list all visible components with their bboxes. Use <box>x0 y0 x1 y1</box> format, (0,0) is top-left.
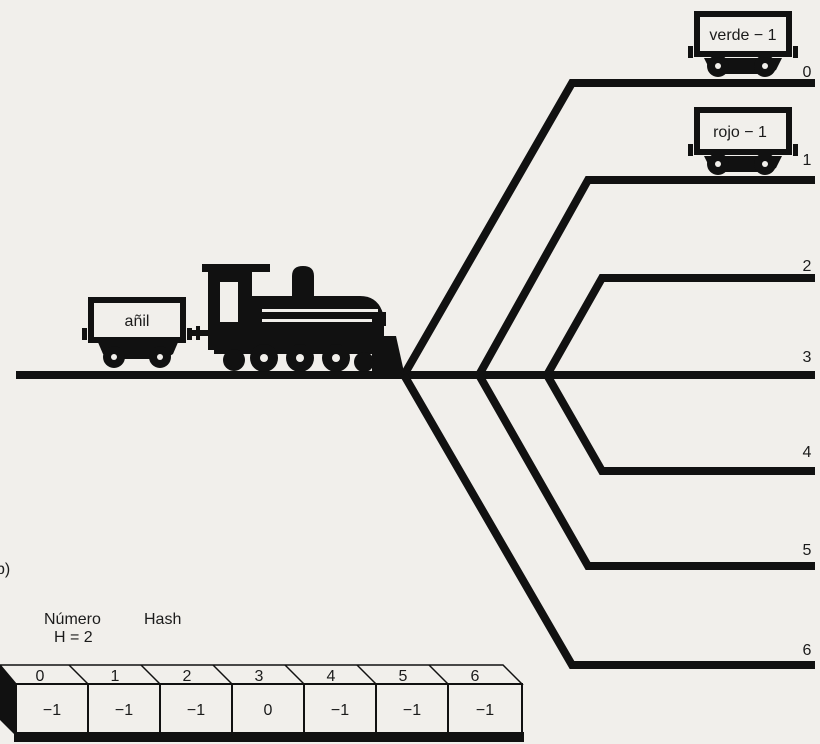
track-labels: 0 1 2 3 4 5 6 <box>803 64 812 659</box>
branch-track-1 <box>475 176 815 377</box>
hash-table: 0 1 2 3 4 5 6 −1 −1 −1 0 −1 −1 −1 <box>0 664 524 742</box>
branch-track-4 <box>543 373 815 475</box>
hash-numero-label: Número <box>44 611 101 628</box>
branch-track-0 <box>400 79 815 377</box>
table-value-6: −1 <box>476 702 494 719</box>
table-value-5: −1 <box>403 702 421 719</box>
table-index-3: 3 <box>255 668 264 685</box>
table-value-1: −1 <box>115 702 133 719</box>
table-value-0: −1 <box>43 702 61 719</box>
locomotive <box>192 264 404 372</box>
track-number-5: 5 <box>803 542 812 559</box>
table-index-4: 4 <box>327 668 336 685</box>
wagon-anil: añil <box>82 297 192 368</box>
hash-labels: Número Hash H = 2 <box>44 611 181 646</box>
track-number-1: 1 <box>803 152 812 169</box>
branch-track-6 <box>400 372 815 669</box>
wagon-rojo: rojo − 1 <box>688 107 798 175</box>
wagon-anil-label: añil <box>125 313 150 330</box>
track-number-6: 6 <box>803 642 812 659</box>
wagon-verde-label: verde − 1 <box>709 27 776 44</box>
corner-mark: b) <box>0 561 10 578</box>
branch-track-2 <box>543 274 815 377</box>
hash-h-value: H = 2 <box>54 629 93 646</box>
hash-word-label: Hash <box>144 611 181 628</box>
table-index-2: 2 <box>183 668 192 685</box>
track-number-2: 2 <box>803 258 812 275</box>
wagon-verde: verde − 1 <box>688 11 798 77</box>
track-number-3: 3 <box>803 349 812 366</box>
table-index-1: 1 <box>111 668 120 685</box>
table-value-3: 0 <box>264 702 273 719</box>
table-value-4: −1 <box>331 702 349 719</box>
table-value-2: −1 <box>187 702 205 719</box>
table-index-5: 5 <box>399 668 408 685</box>
track-number-4: 4 <box>803 444 812 461</box>
track-network <box>16 79 815 669</box>
table-index-6: 6 <box>471 668 480 685</box>
branch-track-5 <box>475 373 815 570</box>
wagon-rojo-label: rojo − 1 <box>713 124 767 141</box>
table-index-0: 0 <box>36 668 45 685</box>
track-number-0: 0 <box>803 64 812 81</box>
